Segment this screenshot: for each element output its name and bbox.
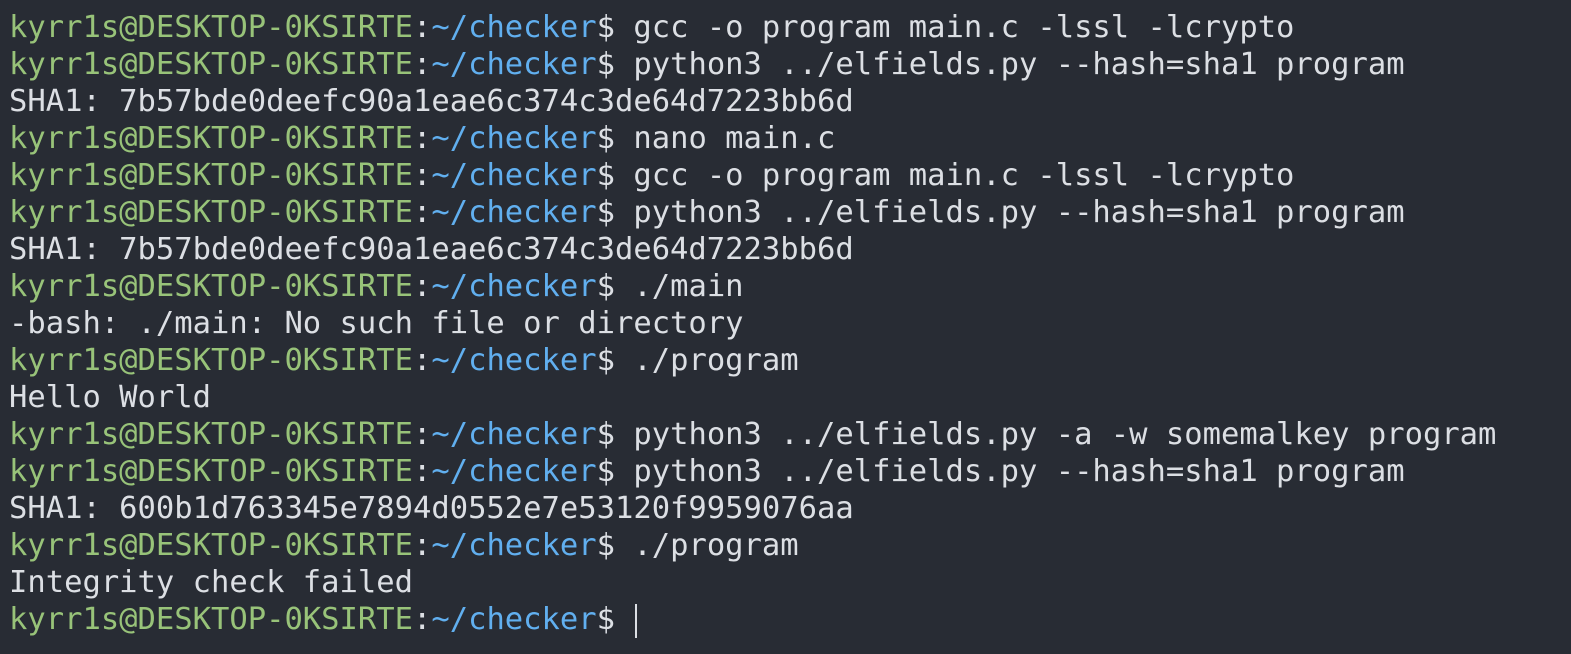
prompt-user-host: kyrr1s@DESKTOP-0KSIRTE [9,121,413,156]
output-line: SHA1: 7b57bde0deefc90a1eae6c374c3de64d72… [9,84,854,119]
command-text: python3 ../elfields.py --hash=sha1 progr… [615,47,1405,82]
prompt-path: ~/checker [431,417,597,452]
output-line: SHA1: 7b57bde0deefc90a1eae6c374c3de64d72… [9,232,854,267]
command-text: nano main.c [615,121,836,156]
command-text: gcc -o program main.c -lssl -lcrypto [615,158,1295,193]
prompt-user-host: kyrr1s@DESKTOP-0KSIRTE [9,528,413,563]
prompt-symbol: $ [596,528,615,563]
output-line: -bash: ./main: No such file or directory [9,306,744,341]
text-cursor[interactable] [635,603,637,638]
command-text: gcc -o program main.c -lssl -lcrypto [615,10,1295,45]
command-line: kyrr1s@DESKTOP-0KSIRTE:~/checker$ nano m… [9,120,1571,157]
prompt-user-host: kyrr1s@DESKTOP-0KSIRTE [9,417,413,452]
prompt-user-host: kyrr1s@DESKTOP-0KSIRTE [9,269,413,304]
prompt-path: ~/checker [431,158,597,193]
prompt-path: ~/checker [431,47,597,82]
command-text: python3 ../elfields.py -a -w somemalkey … [615,417,1497,452]
command-line: kyrr1s@DESKTOP-0KSIRTE:~/checker$ python… [9,46,1571,83]
output-line: Integrity check failed [9,565,413,600]
command-line: kyrr1s@DESKTOP-0KSIRTE:~/checker$ ./main [9,268,1571,305]
prompt-path: ~/checker [431,602,597,637]
prompt-path: ~/checker [431,454,597,489]
prompt-user-host: kyrr1s@DESKTOP-0KSIRTE [9,343,413,378]
prompt-path: ~/checker [431,10,597,45]
prompt-separator: : [412,417,432,452]
command-text: python3 ../elfields.py --hash=sha1 progr… [615,454,1405,489]
prompt-separator: : [412,47,432,82]
prompt-separator: : [412,454,432,489]
prompt-symbol: $ [596,10,615,45]
prompt-symbol: $ [596,602,615,637]
command-line: kyrr1s@DESKTOP-0KSIRTE:~/checker$ python… [9,416,1571,453]
prompt-symbol: $ [596,269,615,304]
prompt-user-host: kyrr1s@DESKTOP-0KSIRTE [9,47,413,82]
prompt-separator: : [412,121,432,156]
prompt-path: ~/checker [431,343,597,378]
prompt-symbol: $ [596,454,615,489]
prompt-separator: : [412,602,432,637]
command-line: kyrr1s@DESKTOP-0KSIRTE:~/checker$ ./prog… [9,527,1571,564]
prompt-user-host: kyrr1s@DESKTOP-0KSIRTE [9,602,413,637]
prompt-symbol: $ [596,158,615,193]
command-text: ./program [615,528,799,563]
prompt-separator: : [412,158,432,193]
command-text: ./program [615,343,799,378]
command-line: kyrr1s@DESKTOP-0KSIRTE:~/checker$ gcc -o… [9,9,1571,46]
prompt-separator: : [412,10,432,45]
prompt-symbol: $ [596,195,615,230]
prompt-symbol: $ [596,417,615,452]
prompt-separator: : [412,269,432,304]
prompt-path: ~/checker [431,121,597,156]
prompt-symbol: $ [596,47,615,82]
prompt-user-host: kyrr1s@DESKTOP-0KSIRTE [9,195,413,230]
prompt-path: ~/checker [431,195,597,230]
prompt-user-host: kyrr1s@DESKTOP-0KSIRTE [9,158,413,193]
command-text: ./main [615,269,744,304]
command-line: kyrr1s@DESKTOP-0KSIRTE:~/checker$ ./prog… [9,342,1571,379]
active-prompt-line[interactable]: kyrr1s@DESKTOP-0KSIRTE:~/checker$ [9,601,1571,638]
output-line: SHA1: 600b1d763345e7894d0552e7e53120f995… [9,491,854,526]
prompt-path: ~/checker [431,528,597,563]
prompt-separator: : [412,195,432,230]
prompt-separator: : [412,528,432,563]
command-line: kyrr1s@DESKTOP-0KSIRTE:~/checker$ python… [9,453,1571,490]
prompt-path: ~/checker [431,269,597,304]
terminal-window[interactable]: kyrr1s@DESKTOP-0KSIRTE:~/checker$ gcc -o… [0,0,1571,638]
prompt-separator: : [412,343,432,378]
command-line: kyrr1s@DESKTOP-0KSIRTE:~/checker$ python… [9,194,1571,231]
prompt-user-host: kyrr1s@DESKTOP-0KSIRTE [9,10,413,45]
command-text: python3 ../elfields.py --hash=sha1 progr… [615,195,1405,230]
output-line: Hello World [9,380,211,415]
prompt-symbol: $ [596,121,615,156]
command-line: kyrr1s@DESKTOP-0KSIRTE:~/checker$ gcc -o… [9,157,1571,194]
prompt-user-host: kyrr1s@DESKTOP-0KSIRTE [9,454,413,489]
prompt-symbol: $ [596,343,615,378]
